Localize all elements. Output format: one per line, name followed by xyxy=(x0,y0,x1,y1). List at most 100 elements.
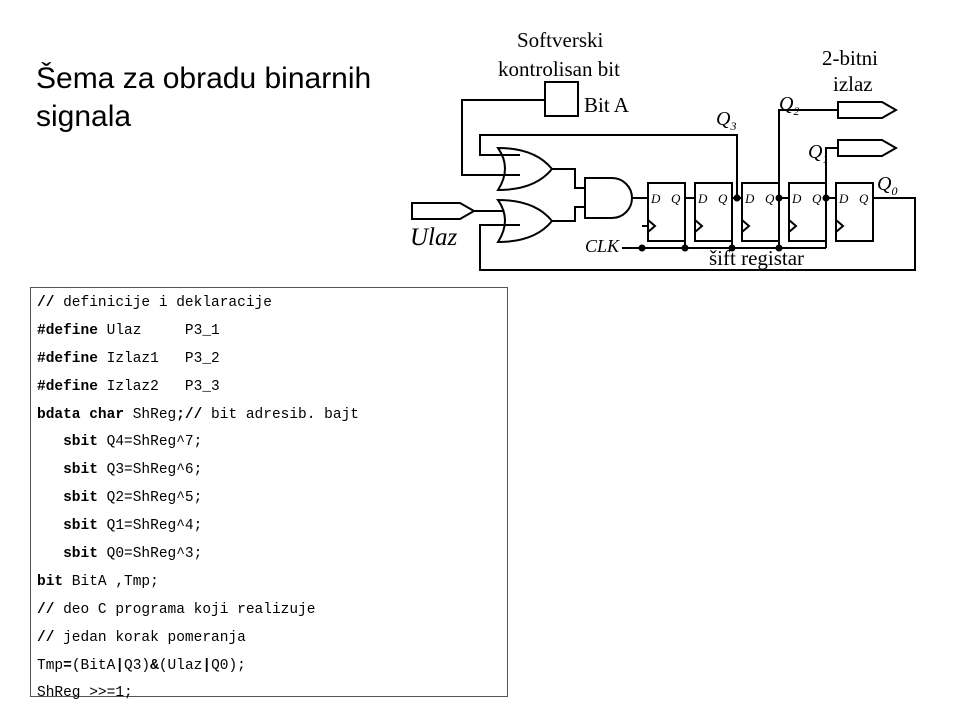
output-arrow-2 xyxy=(837,139,899,157)
code-listing: // definicije i deklaracije #define Ulaz … xyxy=(30,287,508,701)
code-line: #define Izlaz1 P3_2 xyxy=(37,346,507,374)
code-line: bdata char ShReg;// bit adresib. bajt xyxy=(37,402,507,430)
code-token: sbit xyxy=(37,490,98,507)
q3-label: Q xyxy=(716,108,731,130)
code-token: | xyxy=(115,657,125,674)
flipflop-3 xyxy=(741,182,780,242)
q1-subscript: 1 xyxy=(822,152,828,166)
ff5-q: Q xyxy=(859,191,869,206)
code-token: Ulaz P3_1 xyxy=(97,322,220,339)
input-label: Ulaz xyxy=(410,224,458,251)
code-token: // xyxy=(37,601,64,618)
software-bit-box xyxy=(544,81,579,117)
code-token: deo C programa koji realizuje xyxy=(63,601,316,618)
output-label-2: izlaz xyxy=(833,72,873,96)
code-token: Q1=ShReg^4; xyxy=(97,518,203,535)
ff3-d: D xyxy=(744,191,755,206)
flipflop-5 xyxy=(835,182,874,242)
code-token: sbit xyxy=(37,546,98,563)
code-token: sbit xyxy=(37,518,98,535)
code-token: bit adresib. bajt xyxy=(202,406,359,423)
code-token: Q0); xyxy=(211,657,246,674)
bit-a-label: Bit A xyxy=(584,93,630,117)
shift-register-diagram: Softverski kontrolisan bit Bit A 2-bitni… xyxy=(410,28,916,271)
code-token: Tmp xyxy=(37,657,64,674)
q1-wire xyxy=(825,147,838,198)
flipflop-4 xyxy=(788,182,827,242)
code-token: ;// xyxy=(176,406,203,423)
svg-text:Q0: Q0 xyxy=(877,173,897,198)
code-line: #define Izlaz2 P3_3 xyxy=(37,374,507,402)
q2-label: Q xyxy=(779,93,794,115)
q3-subscript: 3 xyxy=(729,119,736,133)
code-token: // xyxy=(37,295,64,311)
svg-text:Q2: Q2 xyxy=(779,93,799,118)
code-line: sbit Q3=ShReg^6; xyxy=(37,457,507,485)
code-line: sbit Q4=ShReg^7; xyxy=(37,429,507,457)
feedback-wire-q3 xyxy=(479,134,738,198)
bit-a-wire xyxy=(461,99,545,176)
q2-subscript: 2 xyxy=(793,104,799,118)
svg-text:Q1: Q1 xyxy=(808,141,828,166)
slide-title: Šema za obradu binarnih signala xyxy=(36,62,372,133)
code-line: // jedan korak pomeranja xyxy=(37,625,507,653)
output-arrow-1 xyxy=(837,101,899,119)
code-token: bit xyxy=(37,573,64,590)
code-line: sbit Q0=ShReg^3; xyxy=(37,541,507,569)
ff4-q: Q xyxy=(812,191,822,206)
code-token: = xyxy=(63,657,72,674)
code-token: ShReg xyxy=(124,406,177,423)
q0-label: Q xyxy=(877,173,892,195)
ff4-d: D xyxy=(791,191,802,206)
code-token: sbit xyxy=(37,434,98,451)
code-token: ShReg >>=1; xyxy=(37,685,133,702)
code-line: bit BitA ,Tmp; xyxy=(37,569,507,597)
code-token: (Ulaz xyxy=(158,657,203,674)
code-token: jedan korak pomeranja xyxy=(63,629,246,646)
code-line: // definicije i deklaracije xyxy=(37,290,507,318)
software-label-2: kontrolisan bit xyxy=(498,57,620,81)
code-token: definicije i deklaracije xyxy=(63,295,272,311)
code-token: Q0=ShReg^3; xyxy=(97,546,203,563)
software-label-1: Softverski xyxy=(517,28,603,52)
ff2-q: Q xyxy=(718,191,728,206)
q1-label: Q xyxy=(808,141,823,163)
code-token: #define xyxy=(37,378,98,395)
q0-subscript: 0 xyxy=(891,184,897,198)
code-line: // deo C programa koji realizuje xyxy=(37,597,507,625)
code-token: | xyxy=(202,657,212,674)
code-token: sbit xyxy=(37,462,98,479)
code-token: & xyxy=(150,657,159,674)
ff3-q: Q xyxy=(765,191,775,206)
clk-label: CLK xyxy=(585,236,620,256)
code-token: BitA ,Tmp; xyxy=(63,573,159,590)
shift-register-label: šift registar xyxy=(709,246,804,270)
code-token: #define xyxy=(37,350,98,367)
code-token: // xyxy=(37,629,64,646)
code-token: Q3=ShReg^6; xyxy=(97,462,203,479)
flipflop-2 xyxy=(694,182,733,242)
code-line: sbit Q2=ShReg^5; xyxy=(37,485,507,513)
svg-text:Q3: Q3 xyxy=(716,108,736,133)
ff5-d: D xyxy=(838,191,849,206)
code-token: #define xyxy=(37,322,98,339)
ff2-d: D xyxy=(697,191,708,206)
code-token: Q2=ShReg^5; xyxy=(97,490,203,507)
code-token: Q4=ShReg^7; xyxy=(97,434,203,451)
code-token: bdata char xyxy=(37,406,125,423)
input-arrow xyxy=(411,202,477,220)
code-line: ShReg >>=1; xyxy=(37,680,507,708)
or-gate-input xyxy=(496,198,554,244)
feedback-wire-q0 xyxy=(479,197,916,271)
flipflop-1 xyxy=(647,182,686,242)
q2-wire xyxy=(778,109,838,198)
code-line: Tmp=(BitA|Q3)&(Ulaz|Q0); xyxy=(37,653,507,681)
or-gate-feedback xyxy=(496,146,554,192)
ff1-q: Q xyxy=(671,191,681,206)
ff1-d: D xyxy=(650,191,661,206)
code-token: Izlaz2 P3_3 xyxy=(97,378,220,395)
code-line: sbit Q1=ShReg^4; xyxy=(37,513,507,541)
output-label-1: 2-bitni xyxy=(822,46,878,70)
code-token: (BitA xyxy=(71,657,116,674)
code-token: Q3) xyxy=(124,657,151,674)
